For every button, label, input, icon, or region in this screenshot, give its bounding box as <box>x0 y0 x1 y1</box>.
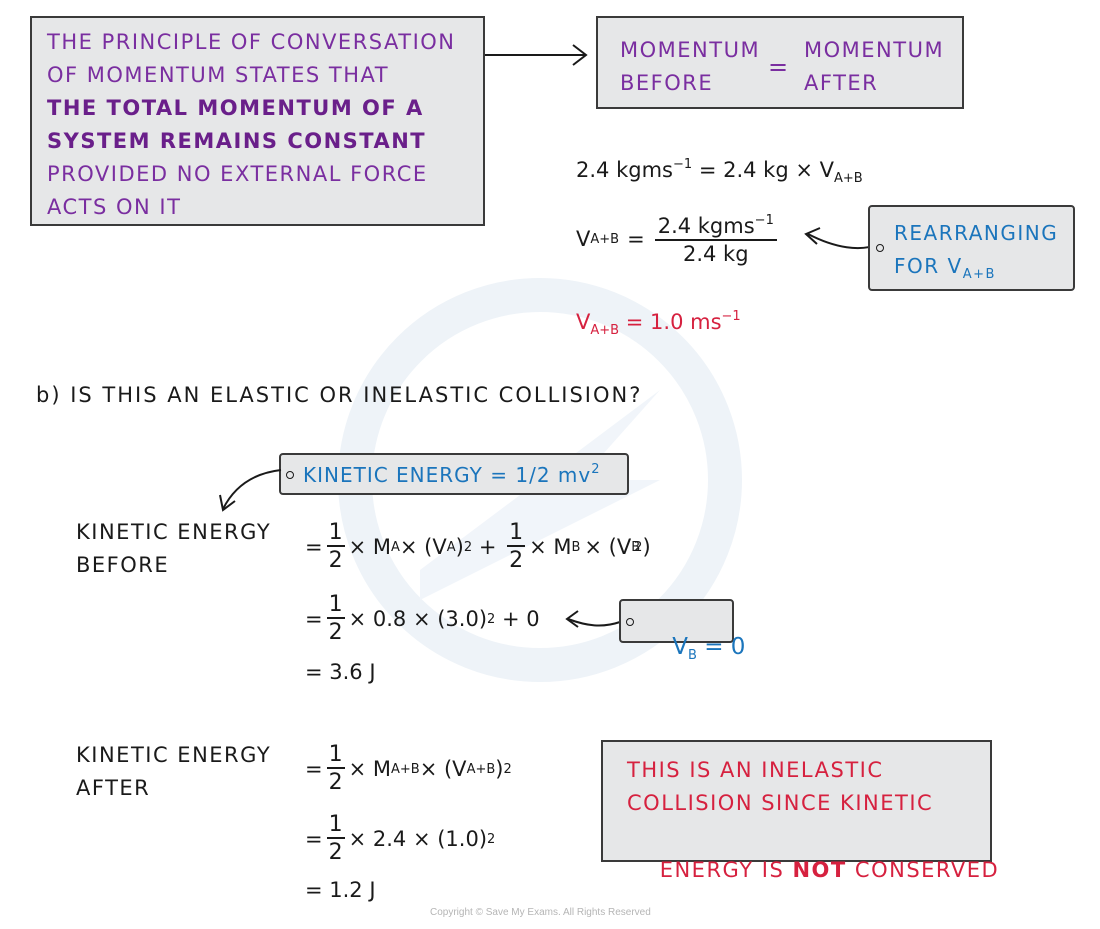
principle-line-4: SYSTEM REMAINS CONSTANT <box>47 129 427 153</box>
eq2-lhs-sub: A+B <box>590 232 620 247</box>
ke-formula: KINETIC ENERGY = 1/2 mv2 <box>303 462 601 487</box>
eq1-lhs: 2.4 kgms <box>576 158 673 182</box>
momentum-after-line-2: AFTER <box>804 71 879 95</box>
principle-line-2: OF MOMENTUM STATES THAT <box>47 63 390 87</box>
tag-hole-icon <box>286 471 294 479</box>
principle-line-5: PROVIDED NO EXTERNAL FORCE <box>47 162 428 186</box>
conclusion-line-2: COLLISION SINCE KINETIC <box>627 791 934 815</box>
eq2-numerator: 2.4 kgms−1 <box>654 214 777 241</box>
rearranging-line-2: FOR VA+B <box>894 254 996 282</box>
ke-after-label-1: KINETIC ENERGY <box>76 743 272 767</box>
arrow-right-icon <box>485 44 588 66</box>
conclusion-line-3: ENERGY IS NOT CONSERVED <box>659 858 1000 882</box>
ke-after-label-2: AFTER <box>76 776 151 800</box>
conclusion-line-1: THIS IS AN INELASTIC <box>627 758 884 782</box>
principle-box: THE PRINCIPLE OF CONVERSATION OF MOMENTU… <box>30 16 485 226</box>
eq2-equals: = <box>627 227 645 251</box>
momentum-before-line-1: MOMENTUM <box>620 38 761 62</box>
principle-line-1: THE PRINCIPLE OF CONVERSATION <box>47 30 456 54</box>
eq1-rhs: = 2.4 kg × V <box>698 158 834 182</box>
eq2-fraction: 2.4 kgms−1 2.4 kg <box>654 214 777 266</box>
momentum-box: MOMENTUM BEFORE = MOMENTUM AFTER <box>596 16 964 109</box>
tag-hole-icon <box>876 244 884 252</box>
momentum-before-line-2: BEFORE <box>620 71 714 95</box>
arrow-left-icon <box>565 610 621 628</box>
principle-line-6: ACTS ON IT <box>47 195 182 219</box>
eq2-denominator: 2.4 kg <box>682 242 749 266</box>
ke-before-result: = 3.6 J <box>305 660 376 684</box>
kinetic-energy-tag: KINETIC ENERGY = 1/2 mv2 <box>279 453 629 495</box>
question-b: b) IS THIS AN ELASTIC OR INELASTIC COLLI… <box>36 383 643 407</box>
copyright: Copyright © Save My Exams. All Rights Re… <box>430 907 651 918</box>
momentum-after-line-1: MOMENTUM <box>804 38 945 62</box>
conclusion-box: THIS IS AN INELASTIC COLLISION SINCE KIN… <box>601 740 998 882</box>
result-velocity: VA+B = 1.0 ms−1 <box>576 309 741 338</box>
vb-zero-text: VB = 0 <box>672 634 746 663</box>
eq1-lhs-exp: −1 <box>672 157 693 172</box>
vb-zero-tag: VB = 0 <box>619 599 745 663</box>
momentum-equals: = <box>768 53 790 81</box>
curved-arrow-down-icon <box>219 469 282 512</box>
principle-line-3: THE TOTAL MOMENTUM OF A <box>47 96 424 120</box>
eq2-lhs: V <box>576 227 591 251</box>
rearranging-tag: REARRANGING FOR VA+B <box>868 205 1075 291</box>
ke-after-result: = 1.2 J <box>305 878 376 902</box>
ke-before-label-2: BEFORE <box>76 553 170 577</box>
momentum-equation: 2.4 kgms−1 = 2.4 kg × VA+B <box>576 158 863 185</box>
rearranging-line-1: REARRANGING <box>894 221 1059 245</box>
ke-before-label-1: KINETIC ENERGY <box>76 520 272 544</box>
eq1-rhs-sub: A+B <box>833 171 863 186</box>
tag-hole-icon <box>626 618 634 626</box>
